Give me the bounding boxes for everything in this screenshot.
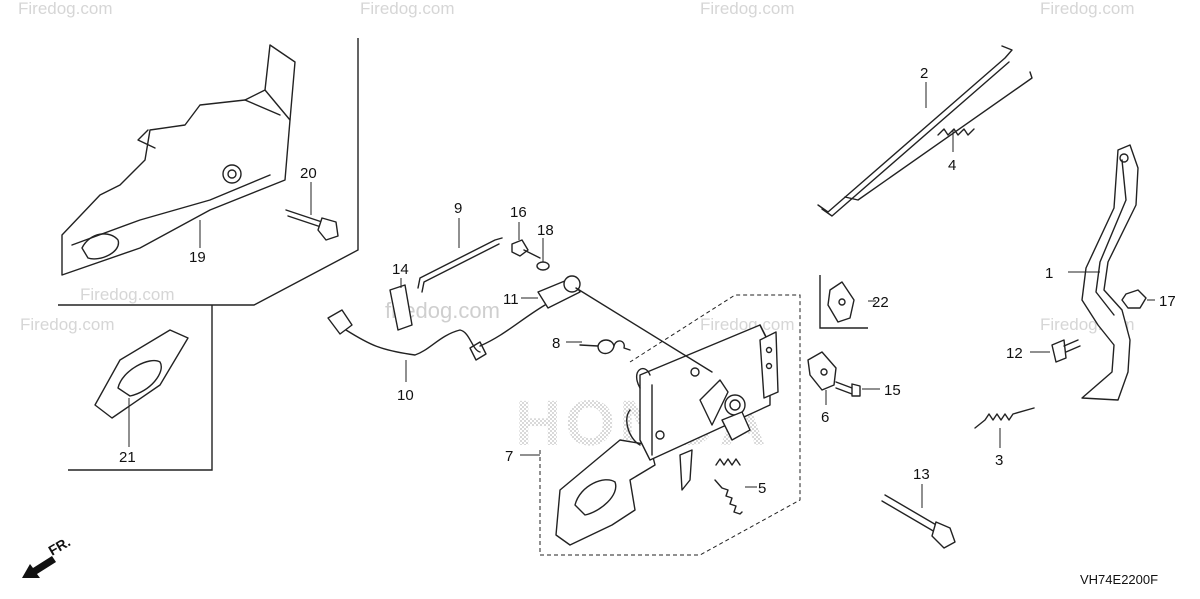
part-14-clip xyxy=(389,284,413,331)
callout-19: 19 xyxy=(189,249,206,266)
part-15-screw xyxy=(835,381,861,397)
part-4-rod-with-spring xyxy=(844,71,1033,201)
callout-14: 14 xyxy=(392,261,409,278)
part-11-switch xyxy=(537,275,713,373)
watermark-text: Firedog.com xyxy=(18,0,112,18)
inset-frame xyxy=(58,38,359,471)
part-22-clamp xyxy=(819,275,868,329)
callout-labels: 1 2 3 4 5 6 7 8 9 10 11 12 13 14 15 16 1… xyxy=(119,65,1176,497)
part-17-nut xyxy=(1121,289,1147,309)
callout-8: 8 xyxy=(552,335,560,352)
callout-9: 9 xyxy=(454,200,462,217)
part-10-wire xyxy=(327,304,546,361)
callout-18: 18 xyxy=(537,222,554,239)
callout-16: 16 xyxy=(510,204,527,221)
callout-10: 10 xyxy=(397,387,414,404)
part-12-bolt xyxy=(1051,339,1081,363)
part-7-control-base xyxy=(539,294,801,556)
watermark-text: Firedog.com xyxy=(1040,0,1134,18)
part-8-spring xyxy=(579,339,631,355)
watermark-text: Firedog.com xyxy=(700,315,794,334)
callout-6: 6 xyxy=(821,409,829,426)
direction-arrow-icon xyxy=(22,556,56,578)
callout-3: 3 xyxy=(995,452,1003,469)
part-19-heat-shield xyxy=(61,44,296,276)
part-21-gasket xyxy=(94,329,189,419)
diagram-code: VH74E2200F xyxy=(1080,572,1158,587)
part-6-clamp xyxy=(807,351,837,391)
callout-11: 11 xyxy=(503,291,519,308)
watermark-text: Firedog.com xyxy=(360,0,454,18)
part-13-bolt xyxy=(881,494,956,549)
part-16-bolt xyxy=(511,239,541,259)
callout-1: 1 xyxy=(1045,265,1053,282)
callout-13: 13 xyxy=(913,466,930,483)
part-18-washer xyxy=(536,261,550,271)
callout-20: 20 xyxy=(300,165,317,182)
callout-15: 15 xyxy=(884,382,901,399)
callout-17: 17 xyxy=(1159,293,1176,310)
callout-7: 7 xyxy=(505,448,513,465)
watermark-text: Firedog.com xyxy=(80,285,174,304)
callout-22: 22 xyxy=(872,294,889,311)
callout-5: 5 xyxy=(758,480,766,497)
part-9-rod xyxy=(417,237,503,293)
direction-label: FR. xyxy=(46,533,74,558)
part-1-lever xyxy=(1081,144,1139,401)
part-5-spring xyxy=(714,479,743,515)
watermark-text: Firedog.com xyxy=(20,315,114,334)
callout-4: 4 xyxy=(948,157,956,174)
front-direction-indicator: FR. xyxy=(22,533,73,578)
part-3-spring xyxy=(974,407,1035,429)
watermark-text: Firedog.com xyxy=(700,0,794,18)
callout-12: 12 xyxy=(1006,345,1023,362)
leader-lines xyxy=(128,82,1155,508)
callout-21: 21 xyxy=(119,449,136,466)
part-2-rod xyxy=(817,45,1013,217)
part-20-bolt xyxy=(285,209,339,241)
callout-2: 2 xyxy=(920,65,928,82)
